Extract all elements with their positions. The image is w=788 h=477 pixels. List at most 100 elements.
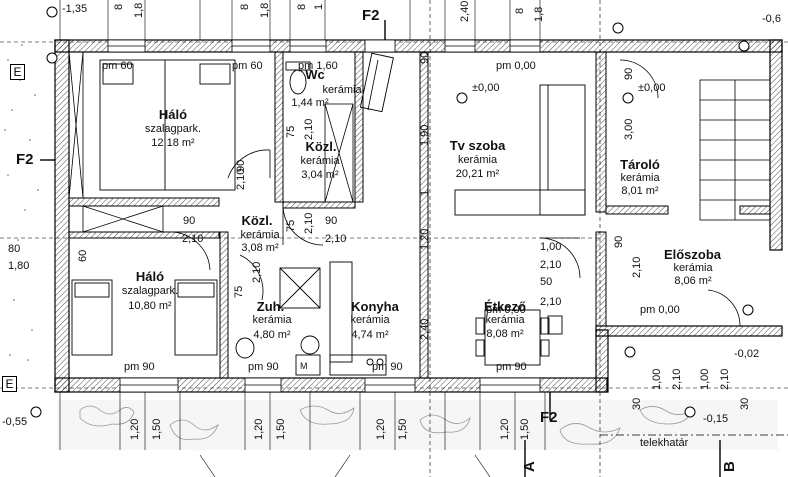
dim-top-18a: 1,8 bbox=[133, 2, 145, 18]
room-tv-area: 20,21 m² bbox=[455, 168, 500, 180]
dim-240-v: 2,40 bbox=[419, 318, 431, 340]
room-etkezo-name: Étkező bbox=[484, 299, 526, 314]
room-tarolo-floor: kerámia bbox=[620, 172, 660, 184]
dim-top-18c: 1,8 bbox=[533, 6, 545, 22]
stairs bbox=[699, 79, 771, 221]
parapet-8: pm 90 bbox=[248, 361, 279, 373]
parapet-6: pm 0,00 bbox=[486, 304, 526, 316]
room-zuh-area: 4,80 m² bbox=[253, 329, 291, 341]
dim-90-v: 90 bbox=[235, 159, 247, 172]
dining-table bbox=[475, 309, 563, 366]
dim-50: 50 bbox=[540, 276, 553, 288]
dim-300-v: 3,00 bbox=[623, 118, 635, 140]
dim-190: 1,90 bbox=[419, 124, 431, 146]
dim-b-100: 1,00 bbox=[651, 368, 663, 390]
elev-right-low: -0,02 bbox=[734, 348, 760, 360]
dim-b-150-1: 1,50 bbox=[151, 418, 163, 440]
dim-b-120-2: 1,20 bbox=[253, 418, 265, 440]
beds-bottom bbox=[71, 279, 218, 356]
room-kozl-2-floor: kerámia bbox=[240, 229, 280, 241]
parapet-5: pm 0,00 bbox=[640, 304, 680, 316]
windows-top bbox=[107, 39, 541, 53]
section-cut-lines bbox=[40, 20, 721, 477]
sofa bbox=[454, 84, 586, 216]
parapet-2: pm 60 bbox=[232, 60, 263, 72]
dim-90-b: 90 bbox=[325, 215, 338, 227]
room-etkezo-floor: kerámia bbox=[485, 314, 525, 326]
dim-210-b: 2,10 bbox=[325, 233, 347, 245]
dim-top-24: 2,40 bbox=[459, 0, 471, 22]
dim-b-100-2: 1,00 bbox=[699, 368, 711, 390]
room-konyha-floor: kerámia bbox=[350, 314, 390, 326]
room-tarolo-area: 8,01 m² bbox=[621, 185, 659, 197]
interior-walls bbox=[68, 51, 771, 379]
dim-180: 1,80 bbox=[8, 260, 30, 272]
dim-top-8a: 8 bbox=[113, 3, 125, 10]
elev-top-right: -0,6 bbox=[762, 13, 781, 25]
top-dimension-lines bbox=[59, 0, 541, 40]
room-konyha-name: Konyha bbox=[351, 299, 399, 314]
dim-120-v: 1,20 bbox=[419, 228, 431, 250]
dim-80: 80 bbox=[8, 243, 21, 255]
parapet-4: pm 0,00 bbox=[496, 60, 536, 72]
parapet-1: pm 60 bbox=[102, 60, 133, 72]
dim-top-8d: 8 bbox=[514, 7, 526, 14]
dim-75-v3: 75 bbox=[233, 285, 245, 298]
dim-b-150-2: 1,50 bbox=[275, 418, 287, 440]
parapet-9: pm 90 bbox=[372, 361, 403, 373]
room-kozl-2-name: Közl. bbox=[241, 213, 273, 228]
room-wc-floor: kerámia bbox=[322, 84, 362, 96]
room-eloszoba-area: 8,06 m² bbox=[674, 275, 712, 287]
dim-90-a: 90 bbox=[183, 215, 196, 227]
dim-b-120-3: 1,20 bbox=[375, 418, 387, 440]
dim-b-120-4: 1,20 bbox=[499, 418, 511, 440]
dim-210-d: 2,10 bbox=[540, 296, 562, 308]
room-konyha-area: 4,74 m² bbox=[351, 329, 389, 341]
dim-60-v: 60 bbox=[77, 249, 89, 262]
elev-right-bottom: -0,15 bbox=[703, 413, 729, 425]
room-halo-1-floor: szalagpark. bbox=[144, 123, 202, 135]
door-swings bbox=[169, 59, 741, 327]
dim-210-c: 2,10 bbox=[540, 259, 562, 271]
dim-b-30-2: 30 bbox=[739, 397, 751, 410]
dim-210-v3: 2,10 bbox=[303, 212, 315, 234]
dim-100: 1,00 bbox=[540, 241, 562, 253]
dim-210-v2: 2,10 bbox=[303, 118, 315, 140]
dim-75-v2: 75 bbox=[285, 219, 297, 232]
room-eloszoba-floor: kerámia bbox=[673, 262, 713, 274]
dim-10: 1 bbox=[419, 189, 431, 196]
level-markers bbox=[30, 6, 754, 418]
dim-210-v5: 2,10 bbox=[631, 256, 643, 278]
room-wc-name: Wc bbox=[305, 67, 325, 82]
dim-b-150-3: 1,50 bbox=[397, 418, 409, 440]
bottom-dimension-lines bbox=[59, 392, 546, 477]
section-f2-bottom: F2 bbox=[540, 409, 558, 426]
room-zuh-floor: kerámia bbox=[252, 314, 292, 326]
dim-top-1: 1 bbox=[313, 3, 325, 10]
section-a: A bbox=[521, 461, 538, 472]
dim-b-210-1: 2,10 bbox=[671, 368, 683, 390]
parapet-7: pm 90 bbox=[124, 361, 155, 373]
section-e-bottom: E bbox=[2, 376, 17, 392]
room-tv-name: Tv szoba bbox=[449, 138, 506, 153]
dim-90-v2: 90 bbox=[623, 67, 635, 80]
room-kozl-1-area: 3,04 m² bbox=[301, 169, 339, 181]
terrain-left bbox=[4, 44, 39, 361]
dim-b-210-2: 2,10 bbox=[719, 368, 731, 390]
dim-75-v1: 75 bbox=[285, 125, 297, 138]
dim-top-18b: 1,8 bbox=[259, 2, 271, 18]
dim-90-v3: 90 bbox=[613, 235, 625, 248]
parapet-3: pm 1,60 bbox=[298, 60, 338, 72]
room-kozl-2-area: 3,08 m² bbox=[241, 242, 279, 254]
dim-b-150-4: 1,50 bbox=[519, 418, 531, 440]
room-kozl-1-name: Közl. bbox=[305, 139, 337, 154]
dim-90-top: 90 bbox=[419, 51, 431, 64]
room-halo-2-floor: szalagpark. bbox=[121, 285, 179, 297]
parapet-10: pm 90 bbox=[496, 361, 527, 373]
room-kozl-1-floor: kerámia bbox=[300, 155, 340, 167]
room-zuh-name: Zuh. bbox=[256, 299, 285, 314]
room-wc-area: 1,44 m² bbox=[291, 97, 329, 109]
section-f2-top: F2 bbox=[362, 7, 380, 24]
windows-bottom bbox=[119, 377, 541, 393]
